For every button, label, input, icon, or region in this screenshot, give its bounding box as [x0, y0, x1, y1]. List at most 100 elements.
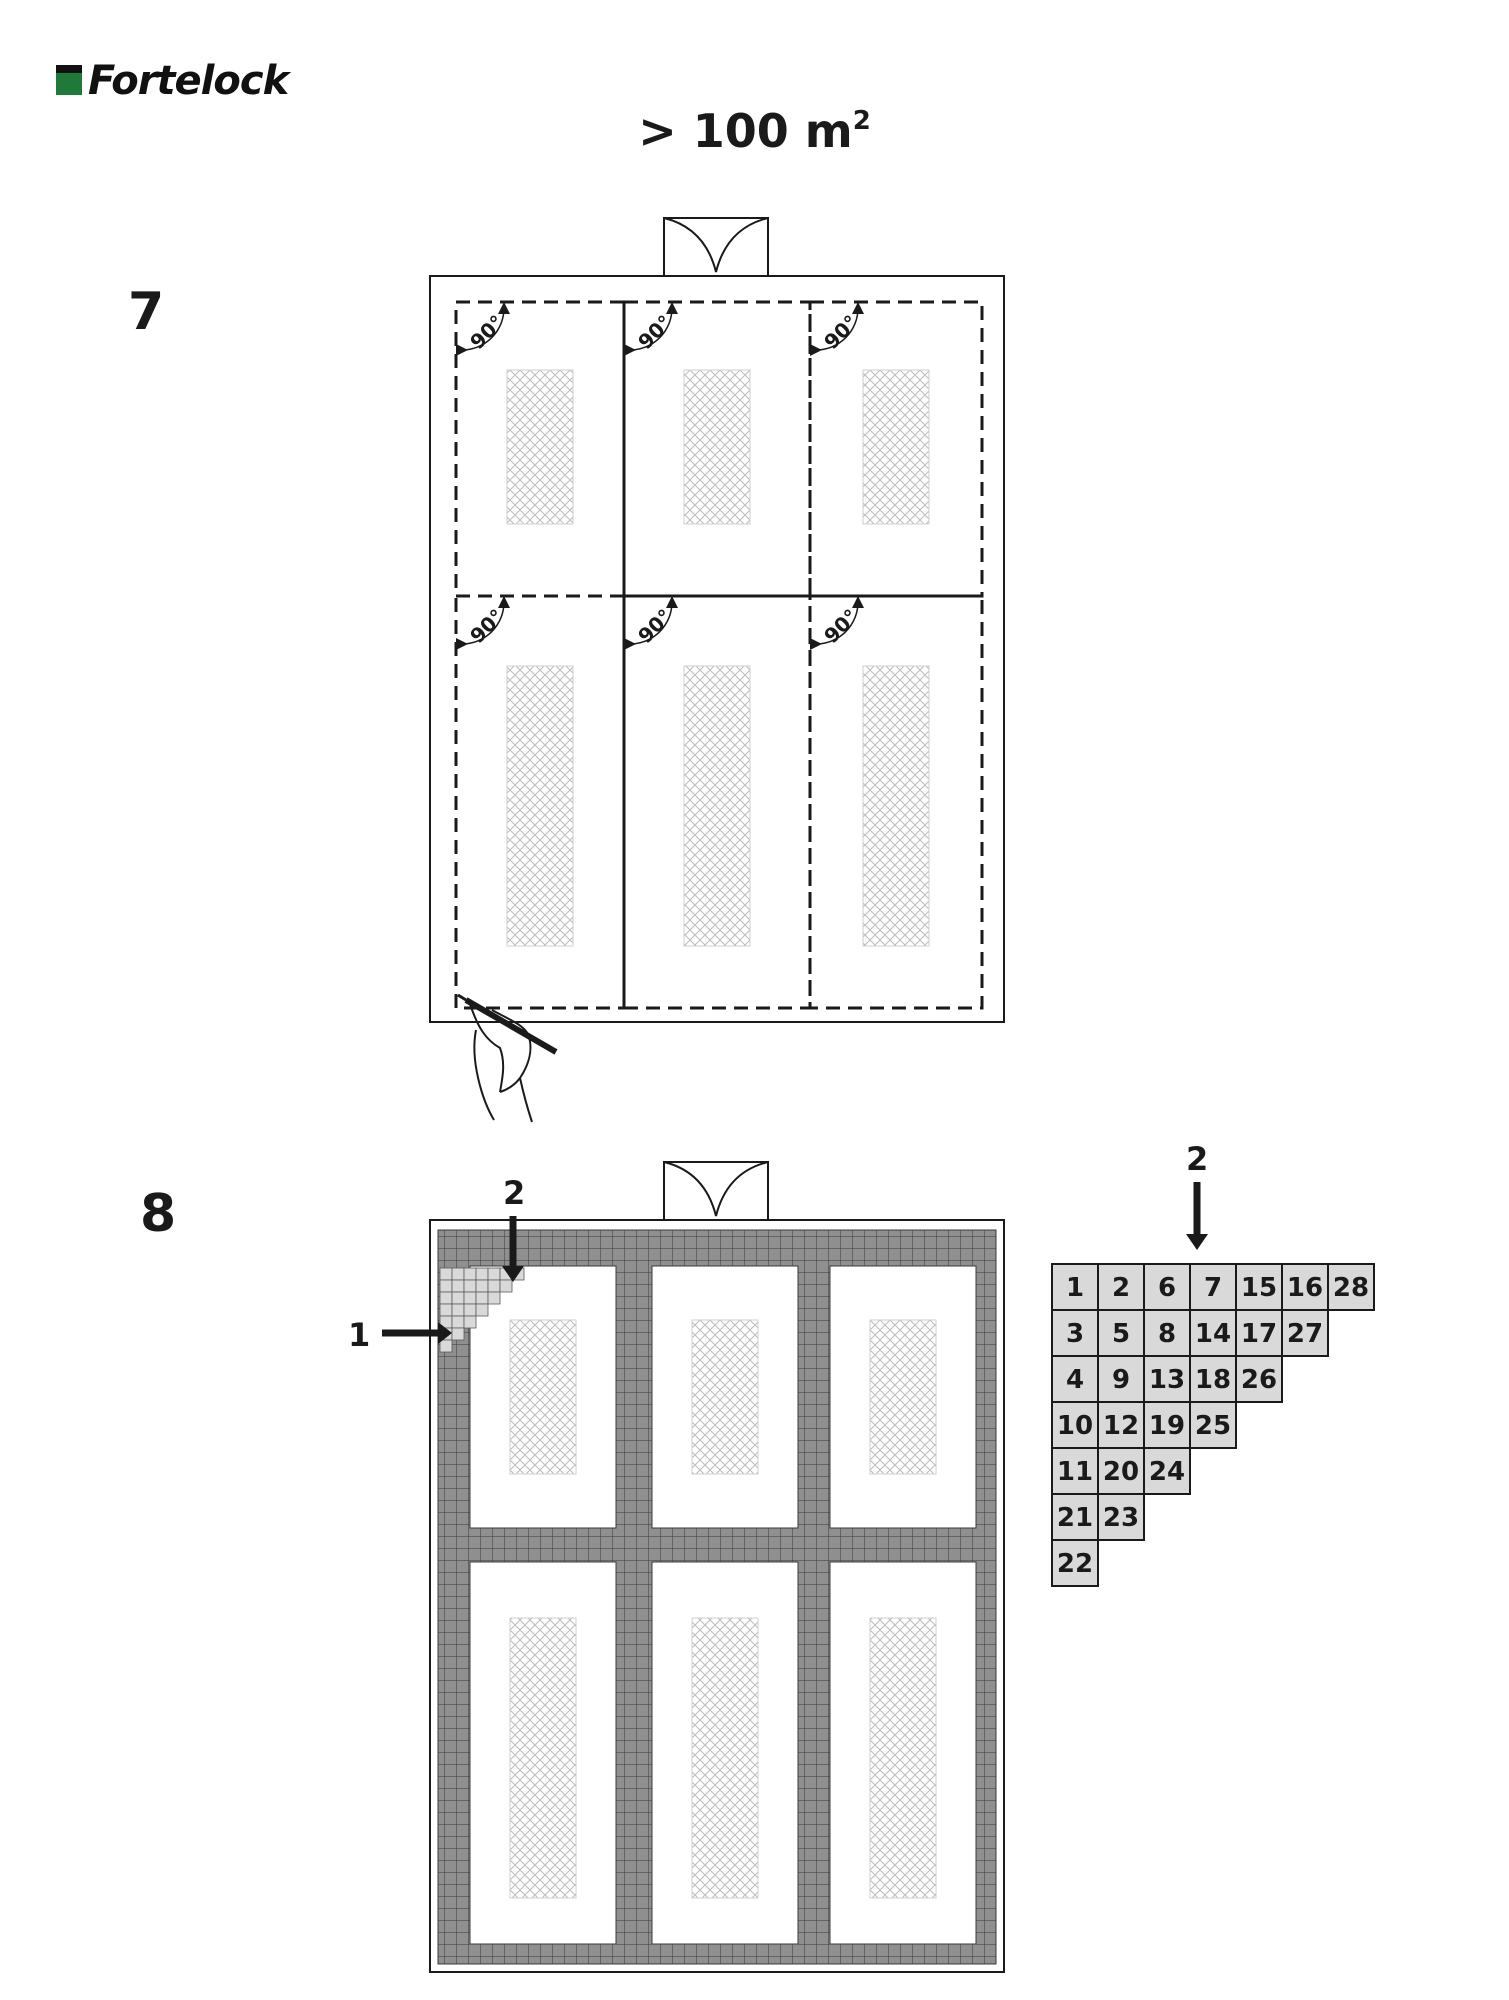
step-number-8: 8 — [140, 1184, 177, 1244]
arrow-1-label: 1 — [348, 1316, 370, 1354]
corner-tile — [451, 1303, 465, 1317]
order-cell — [1097, 1401, 1145, 1449]
corner-tile — [451, 1327, 465, 1341]
order-cell-number: 15 — [1241, 1273, 1277, 1303]
mat-area — [506, 665, 574, 947]
arrow-2-label: 2 — [503, 1174, 525, 1212]
corner-tile — [439, 1267, 453, 1281]
corner-tile — [451, 1291, 465, 1305]
order-cell-number: 12 — [1103, 1411, 1139, 1441]
mat-area — [691, 1617, 759, 1899]
dashed-cell — [808, 300, 984, 598]
order-cell-number: 22 — [1057, 1549, 1093, 1579]
corner-tile — [475, 1279, 489, 1293]
order-cell — [1235, 1309, 1283, 1357]
step7-cells: 90°90°90°90°90°90° — [454, 300, 984, 1010]
step8-cells — [469, 1265, 977, 1945]
order-cell-number: 9 — [1112, 1365, 1130, 1395]
corner-tile — [463, 1315, 477, 1329]
order-cell-number: 16 — [1287, 1273, 1323, 1303]
order-cell — [1143, 1447, 1191, 1495]
order-cell — [1051, 1447, 1099, 1495]
order-cell-number: 13 — [1149, 1365, 1185, 1395]
dashed-cell — [622, 594, 812, 1010]
angle-arc-icon — [623, 596, 678, 651]
order-cell-number: 5 — [1112, 1319, 1130, 1349]
door-icon-8 — [663, 1161, 769, 1221]
mat-area — [869, 1617, 937, 1899]
corner-tile — [475, 1291, 489, 1305]
door-icon-7 — [663, 217, 769, 277]
arrow-1-icon — [382, 1322, 452, 1344]
order-cell-number: 17 — [1241, 1319, 1277, 1349]
corner-tile — [463, 1291, 477, 1305]
corner-tile — [451, 1315, 465, 1329]
order-cell-number: 23 — [1103, 1503, 1139, 1533]
order-cell — [1051, 1539, 1099, 1587]
order-cell-number: 8 — [1158, 1319, 1176, 1349]
mat-area — [862, 665, 930, 947]
corner-tile — [463, 1267, 477, 1281]
brand-name: Fortelock — [88, 58, 289, 104]
corner-tile — [451, 1267, 465, 1281]
corner-tile — [475, 1267, 489, 1281]
brand-logo: Fortelock — [56, 58, 289, 104]
logo-mark-icon — [56, 65, 82, 97]
hand-pencil-icon — [457, 993, 558, 1123]
corner-tile — [487, 1267, 501, 1281]
corner-tile — [463, 1279, 477, 1293]
angle-arc-icon — [623, 302, 678, 357]
order-cell — [1051, 1355, 1099, 1403]
order-cell — [1189, 1355, 1237, 1403]
dashed-cell — [808, 594, 984, 1010]
order-cell — [1189, 1401, 1237, 1449]
order-cell-number: 25 — [1195, 1411, 1231, 1441]
order-cell-number: 10 — [1057, 1411, 1093, 1441]
order-cell-number: 7 — [1204, 1273, 1222, 1303]
order-cell-number: 27 — [1287, 1319, 1323, 1349]
angle-arc-icon — [809, 596, 864, 651]
mat-area — [862, 369, 930, 525]
order-cell — [1051, 1493, 1099, 1541]
order-cell-number: 11 — [1057, 1457, 1093, 1487]
page-title: > 100 m2 — [638, 104, 871, 158]
order-cell — [1189, 1309, 1237, 1357]
order-cell-number: 28 — [1333, 1273, 1369, 1303]
order-cell — [1143, 1401, 1191, 1449]
order-cell-number: 19 — [1149, 1411, 1185, 1441]
corner-tile — [499, 1279, 513, 1293]
corner-tile — [439, 1279, 453, 1293]
order-cell — [1051, 1309, 1099, 1357]
order-cell-number: 2 — [1112, 1273, 1130, 1303]
order-cell-number: 18 — [1195, 1365, 1231, 1395]
angle-arc-icon — [455, 596, 510, 651]
corner-tile — [451, 1279, 465, 1293]
mat-area — [509, 1319, 577, 1475]
corner-tile — [487, 1291, 501, 1305]
mat-area — [506, 369, 574, 525]
corner-tile — [487, 1279, 501, 1293]
angle-arc-icon — [809, 302, 864, 357]
order-cell-number: 3 — [1066, 1319, 1084, 1349]
order-arrow-label: 2 — [1186, 1140, 1208, 1178]
mat-area — [509, 1617, 577, 1899]
corner-tile — [439, 1303, 453, 1317]
order-cell-number: 14 — [1195, 1319, 1231, 1349]
order-arrow-icon — [1186, 1182, 1208, 1250]
order-cell — [1235, 1355, 1283, 1403]
arrow-2-icon — [502, 1216, 524, 1282]
order-cell — [1281, 1309, 1329, 1357]
order-cell — [1143, 1309, 1191, 1357]
mat-area — [691, 1319, 759, 1475]
mat-area — [869, 1319, 937, 1475]
order-cell-number: 6 — [1158, 1273, 1176, 1303]
order-cell — [1097, 1493, 1145, 1541]
order-cell — [1327, 1263, 1375, 1311]
corner-tile — [439, 1291, 453, 1305]
corner-tile — [439, 1339, 453, 1353]
order-cell-number: 21 — [1057, 1503, 1093, 1533]
mat-area — [683, 665, 751, 947]
order-cell-number: 24 — [1149, 1457, 1185, 1487]
